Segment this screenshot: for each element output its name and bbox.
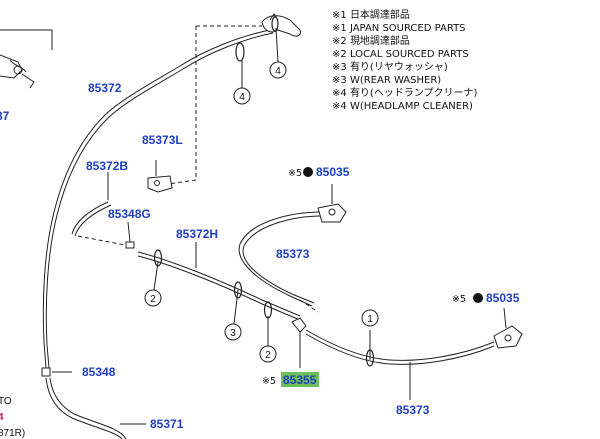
partial-component-top-left [0,29,53,89]
clip-ring-f [365,349,375,367]
note-6-mark: ※3 [332,75,347,86]
note-1-text: 日本調達部品 [350,8,410,21]
clip-ring-b [271,16,279,32]
clip-ring-a [235,42,245,62]
callout-1: 1 [361,309,379,327]
nozzle-top [261,13,301,37]
callout-3: 3 [224,323,242,341]
note-5-mark: ※3 [332,62,347,73]
part-label-85373-upper[interactable]: 85373 [276,247,310,261]
svg-text:3: 3 [230,328,236,339]
clip-ring-c [153,249,163,267]
svg-text:※4 W(HEADLAMP CLEANER): ※4 W(HEADLAMP CLEANER) [332,101,473,112]
note-8-text: W(HEADLAMP CLEANER) [350,101,473,112]
note-4-text: LOCAL SOURCED PARTS [350,49,469,60]
svg-text:※4 有り(ヘッドランプクリーナ): ※4 有り(ヘッドランプクリーナ) [332,86,478,99]
hose-85373-upper [238,211,323,307]
callout-2-a: 2 [144,289,162,307]
part-label-85348G[interactable]: 85348G [108,207,151,221]
connector-85348 [41,367,72,377]
note-1-mark: ※1 [332,10,347,21]
part-label-edge-87[interactable]: 87 [0,109,10,123]
remark-mark-85035-upper: ※5 [288,168,302,179]
callout-4-top: 4 [269,61,287,79]
svg-text:※1 日本調達部品: ※1 日本調達部品 [332,8,410,21]
note-7-text: 有り(ヘッドランプクリーナ) [350,86,478,99]
filled-dot-85035-right [473,293,483,303]
svg-text:※1 JAPAN SOURCED PARTS: ※1 JAPAN SOURCED PARTS [332,23,466,34]
note-2-text: JAPAN SOURCED PARTS [349,23,466,34]
nozzle-85035-upper [317,184,347,223]
note-3-text: 現地調達部品 [350,34,410,47]
svg-text:※3 有り(リヤウォッシャ): ※3 有り(リヤウォッシャ) [332,60,448,73]
nozzle-85035-right [493,307,523,349]
svg-text:2: 2 [265,350,271,361]
svg-text:※3 W(REAR WASHER): ※3 W(REAR WASHER) [332,75,441,86]
svg-text:4: 4 [275,66,281,77]
note-3-mark: ※2 [332,36,347,47]
svg-text:※2 LOCAL SOURCED PARTS: ※2 LOCAL SOURCED PARTS [332,49,469,60]
highlight-85355 [281,372,319,387]
svg-text:4: 4 [239,92,245,103]
note-4-mark: ※2 [332,49,347,60]
svg-text:2: 2 [150,294,156,305]
note-7-mark: ※4 [332,88,347,99]
note-8-mark: ※4 [332,101,347,112]
part-label-85035-upper[interactable]: 85035 [316,165,350,179]
hose-85372B [71,172,112,237]
remark-mark-85355: ※5 [262,376,276,387]
note-6-text: W(REAR WASHER) [350,75,441,86]
svg-text:※2 現地調達部品: ※2 現地調達部品 [332,34,410,47]
part-label-85373-lower[interactable]: 85373 [396,403,430,417]
callout-2-b: 2 [259,345,277,363]
part-label-85372B[interactable]: 85372B [86,159,128,173]
joint-85373L [147,160,173,193]
remark-mark-85035-right: ※5 [452,294,466,305]
hose-85373-lower [305,329,495,400]
callout-leaders [153,27,371,360]
part-label-85035-right-group: ※5 85035 [452,291,520,305]
left-fragment-3: 871R) [0,428,25,439]
part-label-85355-group: ※5 85355 [262,372,319,387]
hose-85372 [42,29,274,369]
left-fragment-2: 4 [0,412,4,423]
part-label-85035-upper-group: ※5 85035 [288,165,350,179]
filled-dot-85035-upper [303,167,313,177]
note-5-text: 有り(リヤウォッシャ) [350,60,448,73]
part-label-85372[interactable]: 85372 [88,81,122,95]
notes-legend: ※1 日本調達部品 ※1 JAPAN SOURCED PARTS ※2 現地調達… [332,8,478,112]
joint-85355 [291,317,307,368]
part-label-85372H[interactable]: 85372H [176,227,218,241]
hose-85371 [45,377,146,439]
left-fragment-1: TO [0,396,12,407]
connector-85348G [125,221,135,249]
clip-ring-e [263,301,273,319]
clip-ring-d [233,281,243,299]
callout-4-mid: 4 [233,87,251,105]
part-label-85355[interactable]: 85355 [283,373,317,387]
part-label-85371[interactable]: 85371 [150,417,184,431]
hose-85372H [137,242,301,321]
part-label-85035-right[interactable]: 85035 [486,291,520,305]
note-2-mark: ※1 [332,23,347,34]
part-label-85373L[interactable]: 85373L [142,133,183,147]
part-label-85348[interactable]: 85348 [82,365,116,379]
svg-text:1: 1 [367,314,373,325]
